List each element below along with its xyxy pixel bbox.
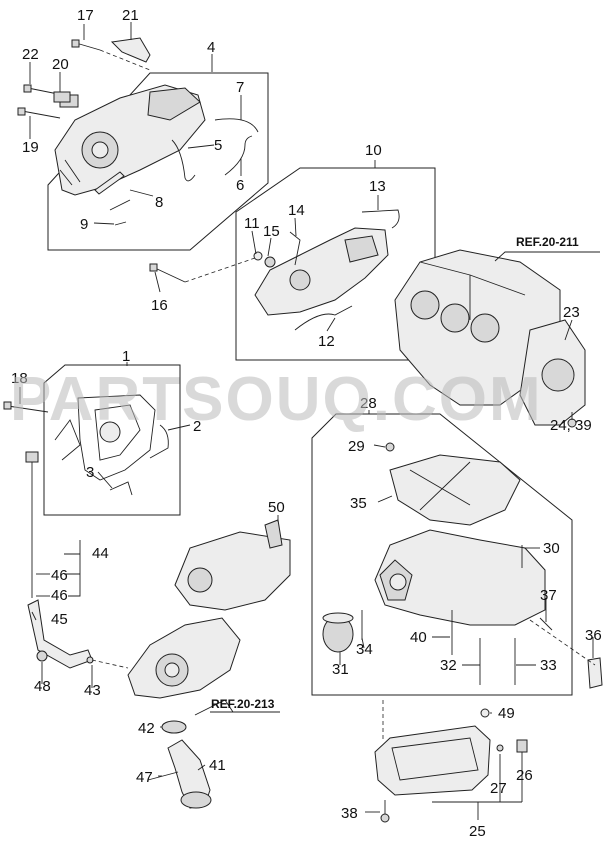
callout-40: 40: [410, 629, 427, 646]
group-oil-pan-upper: [311, 413, 603, 696]
leader-lines: [19, 22, 594, 820]
callout-46-upper: 46: [51, 567, 68, 584]
callout-31: 31: [332, 661, 349, 678]
group-timing-gaskets: [3, 364, 181, 516]
callout-48: 48: [34, 678, 51, 695]
callout-7: 7: [236, 79, 244, 96]
callout-12: 12: [318, 333, 335, 350]
callout-38: 38: [341, 805, 358, 822]
callout-28: 28: [360, 395, 377, 412]
group-timing-cover: [17, 37, 269, 251]
callout-5: 5: [214, 137, 222, 154]
callout-32: 32: [440, 657, 457, 674]
callout-6: 6: [236, 177, 244, 194]
callout-1: 1: [122, 348, 130, 365]
group-inner-cover: [149, 167, 436, 361]
callout-44: 44: [92, 545, 109, 562]
callout-29: 29: [348, 438, 365, 455]
callout-8: 8: [155, 194, 163, 211]
callout-36: 36: [585, 627, 602, 644]
callout-19: 19: [22, 139, 39, 156]
ref-oil-pump-label: REF.20-213: [211, 697, 275, 711]
callout-41: 41: [209, 757, 226, 774]
engine-block: [394, 249, 600, 428]
callout-2: 2: [193, 418, 201, 435]
callout-50: 50: [268, 499, 285, 516]
callout-10: 10: [365, 142, 382, 159]
callout-16: 16: [151, 297, 168, 314]
callout-45: 45: [51, 611, 68, 628]
group-oil-pump: [25, 451, 291, 809]
callout-43: 43: [84, 682, 101, 699]
callout-24-39: 24, 39: [550, 417, 592, 434]
callout-26: 26: [516, 767, 533, 784]
callout-4: 4: [207, 39, 215, 56]
callout-37: 37: [540, 587, 557, 604]
callout-labels: 17 21 22 20 4 19 7 5 6 8 9 10 13 11 15 1…: [11, 7, 602, 840]
callout-27: 27: [490, 780, 507, 797]
group-oil-pan-lower: [374, 700, 528, 823]
callout-9: 9: [80, 216, 88, 233]
ref-engine-block-label: REF.20-211: [516, 235, 579, 249]
callout-25: 25: [469, 823, 486, 840]
callout-30: 30: [543, 540, 560, 557]
callout-21: 21: [122, 7, 139, 24]
callout-20: 20: [52, 56, 69, 73]
callout-23: 23: [563, 304, 580, 321]
callout-42: 42: [138, 720, 155, 737]
callout-15: 15: [263, 223, 280, 240]
callout-35: 35: [350, 495, 367, 512]
watermark-text: PARTSOUQ.COM: [10, 365, 543, 434]
callout-3: 3: [86, 464, 94, 481]
callout-22: 22: [22, 46, 39, 63]
callout-14: 14: [288, 202, 305, 219]
callout-47: 47: [136, 769, 153, 786]
callout-11: 11: [244, 215, 260, 232]
callout-13: 13: [369, 178, 386, 195]
callout-18: 18: [11, 370, 28, 387]
callout-34: 34: [356, 641, 373, 658]
callout-33: 33: [540, 657, 557, 674]
callout-46-lower: 46: [51, 587, 68, 604]
callout-17: 17: [77, 7, 94, 24]
callout-49: 49: [498, 705, 515, 722]
